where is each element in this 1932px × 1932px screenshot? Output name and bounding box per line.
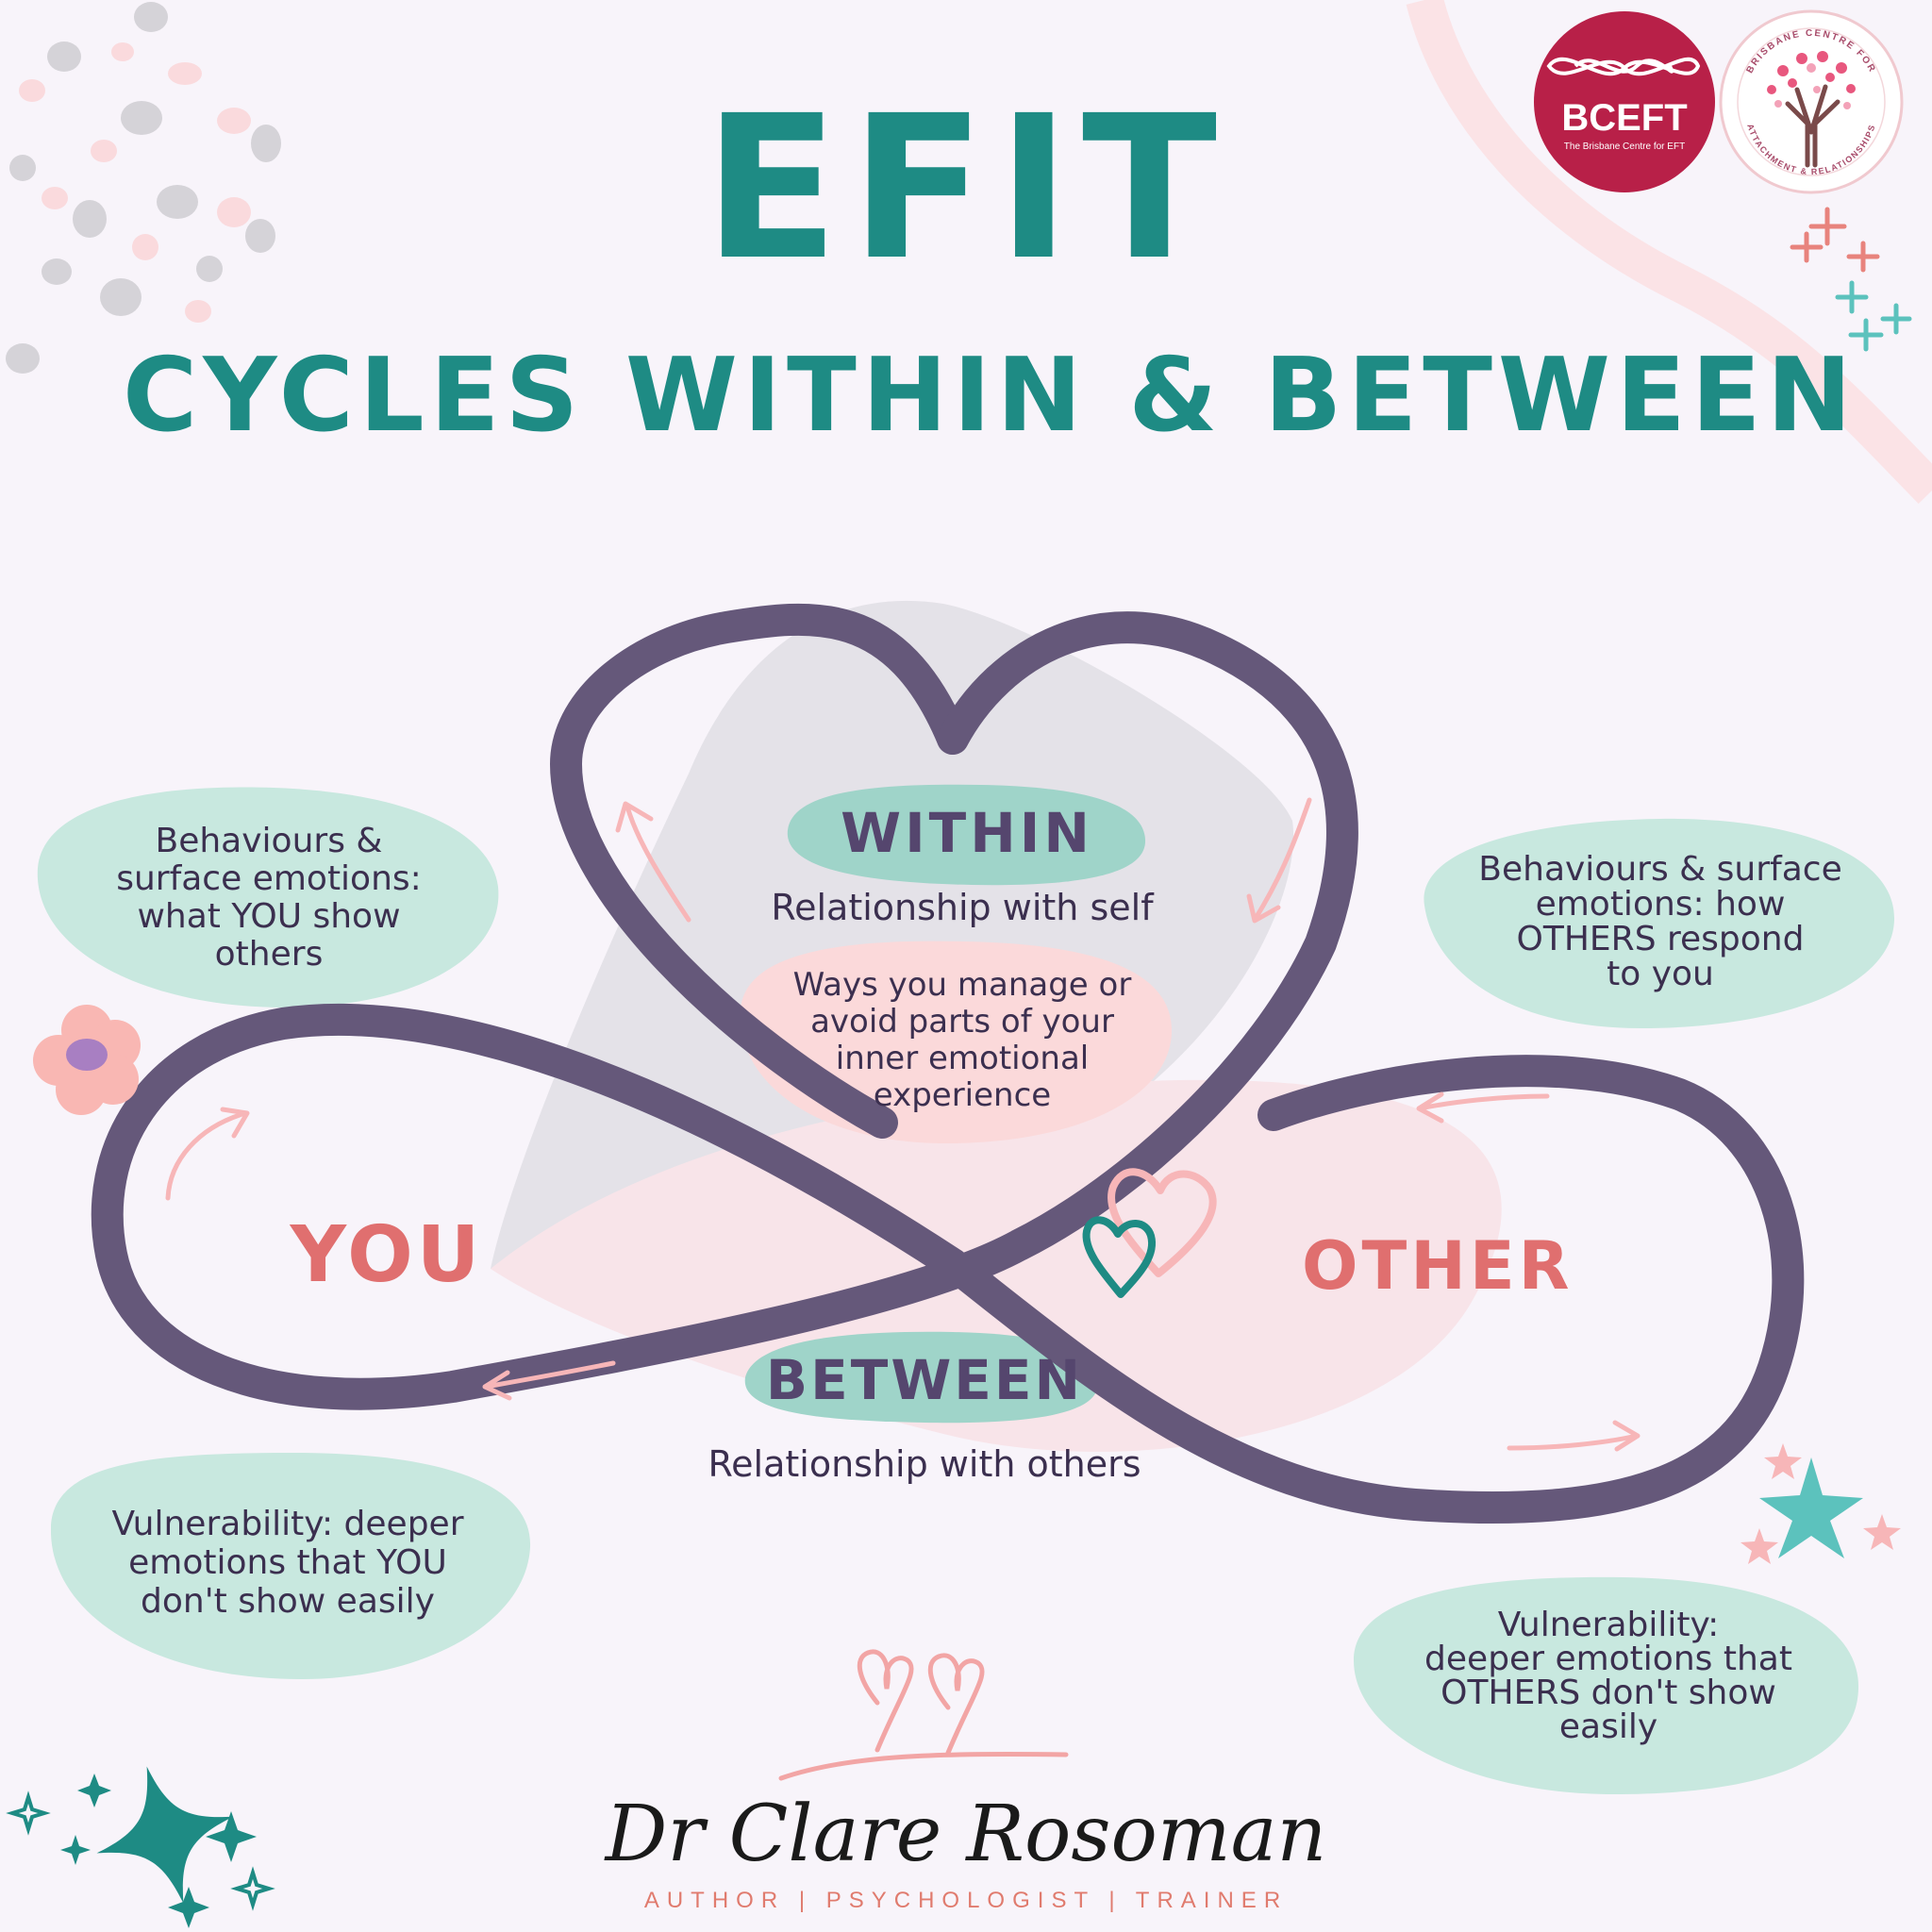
between-pill <box>744 1331 1099 1424</box>
other-vulnerability-blob <box>1354 1576 1859 1794</box>
note-line: Behaviours & surface <box>1478 850 1842 889</box>
within-caption: Relationship with self <box>771 887 1154 928</box>
you-vulnerability-blob <box>50 1453 531 1679</box>
you-label: YOU <box>290 1210 484 1300</box>
author-roles: AUTHOR | PSYCHOLOGIST | TRAINER <box>643 1888 1289 1913</box>
note-line: OTHERS respond <box>1516 920 1805 958</box>
note-line: emotions that YOU <box>128 1543 447 1582</box>
note-line: what YOU show <box>137 897 401 936</box>
note-line: Behaviours & <box>155 822 383 860</box>
within-label: WITHIN <box>841 801 1093 865</box>
heart-infinity-line <box>91 611 1805 1524</box>
center-note-line: Ways you manage or <box>792 966 1132 1004</box>
heart-infinity-line <box>549 603 969 1139</box>
you-behaviours-note: Behaviours & surface emotions: what YOU … <box>57 823 481 974</box>
note-line: don't show easily <box>141 1582 435 1621</box>
other-label: OTHER <box>1302 1227 1574 1305</box>
main-title: EFIT <box>703 73 1229 304</box>
dots-decoration <box>6 2 281 374</box>
teal-heart-icon <box>1082 1216 1157 1298</box>
you-vulnerability-note: Vulnerability: deeper emotions that YOU … <box>66 1505 509 1621</box>
note-line: emotions: how <box>1535 885 1786 924</box>
center-note: Ways you manage or avoid parts of your i… <box>750 967 1174 1114</box>
between-caption: Relationship with others <box>708 1443 1141 1485</box>
cycle-arrows <box>165 797 1641 1452</box>
other-behaviours-note: Behaviours & surface emotions: how OTHER… <box>1443 852 1877 991</box>
center-note-line: avoid parts of your <box>810 1003 1114 1041</box>
within-pill <box>787 784 1146 886</box>
sparkles-icon <box>60 1766 257 1928</box>
note-line: to you <box>1607 955 1714 993</box>
bceft-tagline: The Brisbane Centre for EFT <box>1564 142 1685 152</box>
between-label: BETWEEN <box>765 1348 1084 1412</box>
main-subtitle: CYCLES WITHIN & BETWEEN <box>123 337 1857 455</box>
note-line: others <box>214 935 324 974</box>
note-line: easily <box>1558 1707 1658 1746</box>
note-line: Vulnerability: deeper <box>111 1505 464 1543</box>
note-line: Vulnerability: <box>1497 1606 1720 1644</box>
crosses-decoration <box>1790 207 1912 352</box>
bceft-name: BCEFT <box>1561 97 1687 139</box>
pink-swoosh-decoration <box>1406 0 1932 504</box>
attachment-relationships-logo: BRISBANE CENTRE FOR ATTACHMENT & RELATIO… <box>1719 9 1904 194</box>
center-note-line: inner emotional <box>835 1040 1090 1077</box>
note-line: OTHERS don't show <box>1441 1674 1776 1712</box>
bceft-logo: BCEFT The Brisbane Centre for EFT <box>1534 11 1715 192</box>
other-behaviours-blob <box>1424 818 1895 1028</box>
flower-icon <box>33 1005 141 1115</box>
note-line: deeper emotions that <box>1424 1640 1792 1678</box>
stars-icon <box>1740 1443 1901 1564</box>
other-vulnerability-note: Vulnerability: deeper emotions that OTHE… <box>1387 1608 1830 1744</box>
pink-heart-icon <box>1108 1168 1217 1277</box>
author-name: Dr Clare Rosoman <box>605 1790 1327 1879</box>
note-line: surface emotions: <box>116 859 422 898</box>
signature-hearts-icon <box>778 1649 1069 1781</box>
center-note-line: experience <box>873 1076 1052 1114</box>
you-behaviours-blob <box>37 787 499 1008</box>
